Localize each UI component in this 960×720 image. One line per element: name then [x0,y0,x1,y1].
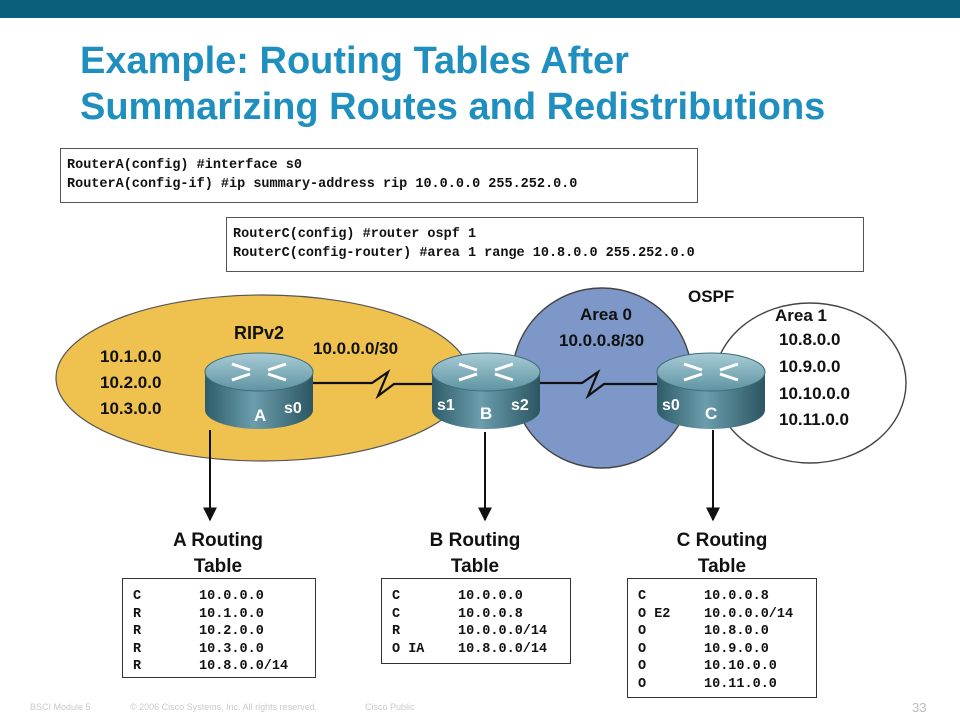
route-code: C [392,606,401,622]
table-row: R 10.0.0.0/14 [392,623,560,641]
table-row: C 10.0.0.0 [133,588,305,606]
route-code: R [133,659,142,674]
route-network: 10.0.0.0 [199,589,264,604]
router-a-name: A [254,406,266,425]
table-row: O IA 10.8.0.0/14 [392,641,560,659]
area1-network-2: 10.9.0.0 [779,357,840,376]
link-ab-network: 10.0.0.0/30 [313,339,398,358]
table-row: C 10.0.0.8 [638,588,806,606]
router-b-name: B [480,404,492,423]
table-row: R 10.1.0.0 [133,606,305,624]
serial-link-a-b [310,368,436,400]
route-code: O [638,659,647,674]
area1-network-4: 10.11.0.0 [779,410,849,429]
router-c-config-line-2: RouterC(config-router) #area 1 range 10.… [233,246,695,261]
router-b-iface-s1: s1 [437,397,455,414]
router-a-config-line-2: RouterA(config-if) #ip summary-address r… [67,177,578,192]
router-b-iface-s2: s2 [511,397,529,414]
route-code: O E2 [638,606,671,622]
router-c-config-line-1: RouterC(config) #router ospf 1 [233,227,477,242]
table-row: O 10.10.0.0 [638,658,806,676]
footer-classification: Cisco Public [365,702,415,712]
route-code: O [638,624,647,639]
router-a-config-line-1: RouterA(config) #interface s0 [67,158,302,173]
b-table-title-line-2: Table [450,556,500,577]
route-code: R [133,641,142,657]
c-table-title-line-2: Table [697,556,747,577]
top-banner [0,0,960,18]
serial-link-b-c [540,368,660,400]
page-number: 33 [912,700,927,715]
area1-network-1: 10.8.0.0 [779,330,840,349]
c-table-title-line-1: C Routing [676,530,768,551]
route-code: C [133,589,142,604]
table-row: O E2 10.0.0.0/14 [638,606,806,624]
footer-copyright: © 2006 Cisco Systems, Inc. All rights re… [130,702,318,712]
ripv2-label: RIPv2 [234,323,284,343]
route-network: 10.8.0.0/14 [458,641,548,657]
table-row: R 10.8.0.0/14 [133,658,305,676]
c-routing-table: C 10.0.0.8 O E2 10.0.0.0/14 O 10.8.0.0 O 10.… [627,578,817,698]
area1-label: Area 1 [775,306,827,325]
table-row: C 10.0.0.8 [392,606,560,624]
route-network: 10.11.0.0 [704,676,777,692]
router-a-icon [204,352,314,429]
area1-network-3: 10.10.0.0 [779,384,850,403]
rip-network-3: 10.3.0.0 [100,399,161,418]
route-code: O IA [392,641,425,657]
title-line-2: Summarizing Routes and Redistributions [80,86,826,128]
route-network: 10.2.0.0 [199,624,264,639]
route-network: 10.1.0.0 [199,606,264,622]
route-code: C [392,589,401,604]
route-network: 10.0.0.0 [458,589,523,604]
route-network: 10.8.0.0 [704,624,769,639]
ospf-label: OSPF [688,287,734,306]
route-network: 10.10.0.0 [704,659,777,674]
b-table-title-line-1: B Routing [429,530,521,551]
table-row: R 10.3.0.0 [133,641,305,659]
b-routing-table-title: B Routing Table [375,528,575,580]
route-network: 10.9.0.0 [704,641,769,657]
route-code: C [638,589,647,604]
route-code: R [133,606,142,622]
a-table-title-line-2: Table [193,556,243,577]
route-network: 10.0.0.8 [704,589,769,604]
table-row: R 10.2.0.0 [133,623,305,641]
route-code: O [638,676,647,692]
router-c-iface-s0: s0 [662,397,680,414]
router-a-iface-s0: s0 [284,400,302,417]
rip-network-2: 10.2.0.0 [100,373,161,392]
table-row: O 10.8.0.0 [638,623,806,641]
route-network: 10.0.0.0/14 [458,624,548,639]
route-code: R [133,624,142,639]
table-row: C 10.0.0.0 [392,588,560,606]
table-row: O 10.11.0.0 [638,676,806,694]
title-line-1: Example: Routing Tables After [80,40,629,82]
a-routing-table-title: A Routing Table [118,528,318,580]
a-table-title-line-1: A Routing [172,530,264,551]
route-code: R [392,624,401,639]
router-b-icon [431,352,541,429]
footer-module: BSCI Module 5 [30,702,91,712]
c-routing-table-title: C Routing Table [622,528,822,580]
rip-network-1: 10.1.0.0 [100,347,161,366]
route-network: 10.3.0.0 [199,641,264,657]
router-a-config-box: RouterA(config) #interface s0 RouterA(co… [60,148,698,203]
router-c-name: C [705,404,717,423]
area0-label: Area 0 [580,305,632,324]
route-network: 10.0.0.0/14 [704,606,794,622]
router-c-config-box: RouterC(config) #router ospf 1 RouterC(c… [226,217,864,272]
table-row: O 10.9.0.0 [638,641,806,659]
slide-title: Example: Routing Tables After Summarizin… [80,38,825,130]
route-network: 10.0.0.8 [458,606,523,622]
route-code: O [638,641,647,657]
router-c-icon [656,352,766,429]
area0-network: 10.0.0.8/30 [559,331,644,350]
route-network: 10.8.0.0/14 [199,659,289,674]
b-routing-table: C 10.0.0.0 C 10.0.0.8 R 10.0.0.0/14 O IA 10.… [381,578,571,664]
